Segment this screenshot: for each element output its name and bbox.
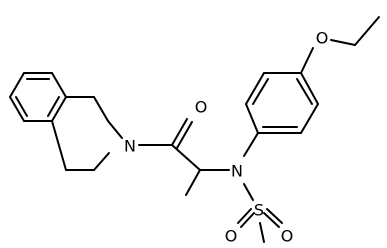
ether-oxygen-label: O — [316, 29, 329, 48]
sulfur-label: S — [254, 201, 264, 220]
benzo-ring — [9, 72, 67, 122]
sulfonyl-oxygen-right-label: O — [281, 227, 294, 246]
amide-group — [138, 118, 201, 171]
sulfonamide-nitrogen-label: N — [231, 162, 243, 181]
amide-nitrogen-label: N — [124, 137, 136, 156]
n-aryl-bond — [243, 132, 259, 157]
alpha-carbon — [185, 169, 230, 196]
phenyl-ring — [245, 72, 319, 134]
carbonyl-oxygen-label: O — [195, 98, 208, 117]
ethoxy-group — [300, 16, 380, 74]
sulfonyl-oxygen-left-label: O — [225, 227, 238, 246]
sulfonamide-group — [237, 183, 283, 243]
piperidine-ring — [51, 96, 123, 171]
